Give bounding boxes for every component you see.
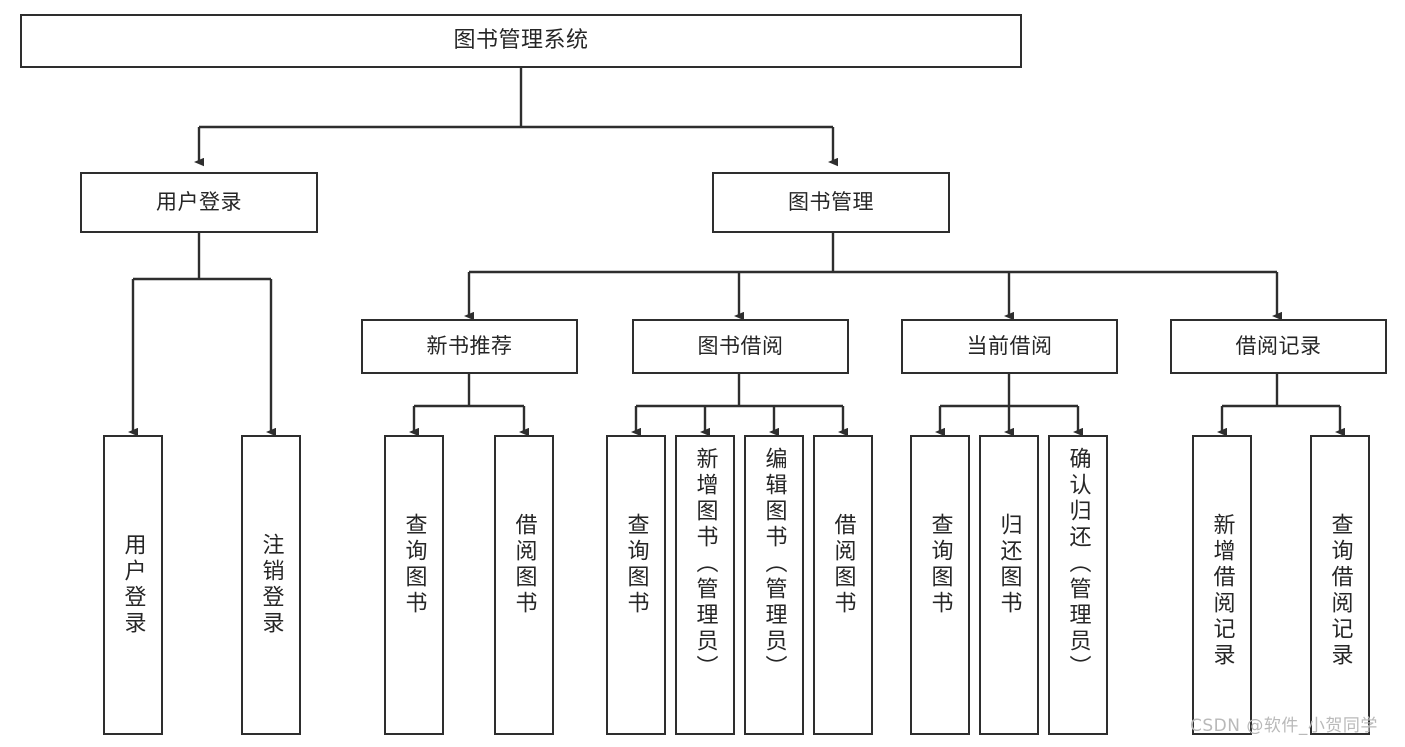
leaf-book-borrow-edit[interactable]: 编辑图书（管理员） [744, 435, 804, 735]
leaf-current-borrow-return[interactable]: 归还图书 [979, 435, 1039, 735]
leaf-user-login-login[interactable]: 用户登录 [103, 435, 163, 735]
node-label: 查询图书 [623, 513, 649, 617]
node-label: 新书推荐 [426, 334, 513, 359]
node-book-borrow[interactable]: 图书借阅 [632, 319, 849, 374]
node-label: 借阅图书 [830, 513, 856, 617]
node-borrow-record[interactable]: 借阅记录 [1170, 319, 1387, 374]
node-label: 借阅记录 [1235, 334, 1322, 359]
leaf-new-book-query[interactable]: 查询图书 [384, 435, 444, 735]
leaf-book-borrow-query[interactable]: 查询图书 [606, 435, 666, 735]
leaf-book-borrow-add[interactable]: 新增图书（管理员） [675, 435, 735, 735]
node-label: 新增借阅记录 [1209, 513, 1235, 669]
leaf-new-book-borrow[interactable]: 借阅图书 [494, 435, 554, 735]
node-label: 用户登录 [120, 533, 146, 637]
leaf-user-login-logout[interactable]: 注销登录 [241, 435, 301, 735]
leaf-current-borrow-query[interactable]: 查询图书 [910, 435, 970, 735]
csdn-watermark: CSDN @软件_小贺同学 [1190, 716, 1378, 736]
node-new-book-recommend[interactable]: 新书推荐 [361, 319, 578, 374]
node-label: 查询图书 [927, 513, 953, 617]
node-user-login[interactable]: 用户登录 [80, 172, 318, 233]
node-label: 图书借阅 [697, 334, 784, 359]
node-label: 注销登录 [258, 533, 284, 637]
node-label: 图书管理系统 [453, 28, 589, 54]
node-label: 用户登录 [156, 190, 242, 215]
leaf-book-borrow-borrow[interactable]: 借阅图书 [813, 435, 873, 735]
node-label: 编辑图书（管理员） [761, 447, 787, 681]
node-label: 查询借阅记录 [1327, 513, 1353, 669]
node-label: 借阅图书 [511, 513, 537, 617]
node-label: 新增图书（管理员） [692, 447, 718, 681]
node-label: 归还图书 [996, 513, 1022, 617]
node-label: 图书管理 [788, 190, 874, 215]
node-label: 确认归还（管理员） [1065, 447, 1091, 681]
node-label: 查询图书 [401, 513, 427, 617]
node-label: 当前借阅 [966, 334, 1053, 359]
leaf-borrow-record-query[interactable]: 查询借阅记录 [1310, 435, 1370, 735]
node-book-management[interactable]: 图书管理 [712, 172, 950, 233]
leaf-current-borrow-confirm-return[interactable]: 确认归还（管理员） [1048, 435, 1108, 735]
leaf-borrow-record-add[interactable]: 新增借阅记录 [1192, 435, 1252, 735]
node-current-borrow[interactable]: 当前借阅 [901, 319, 1118, 374]
node-root-book-management-system[interactable]: 图书管理系统 [20, 14, 1022, 68]
